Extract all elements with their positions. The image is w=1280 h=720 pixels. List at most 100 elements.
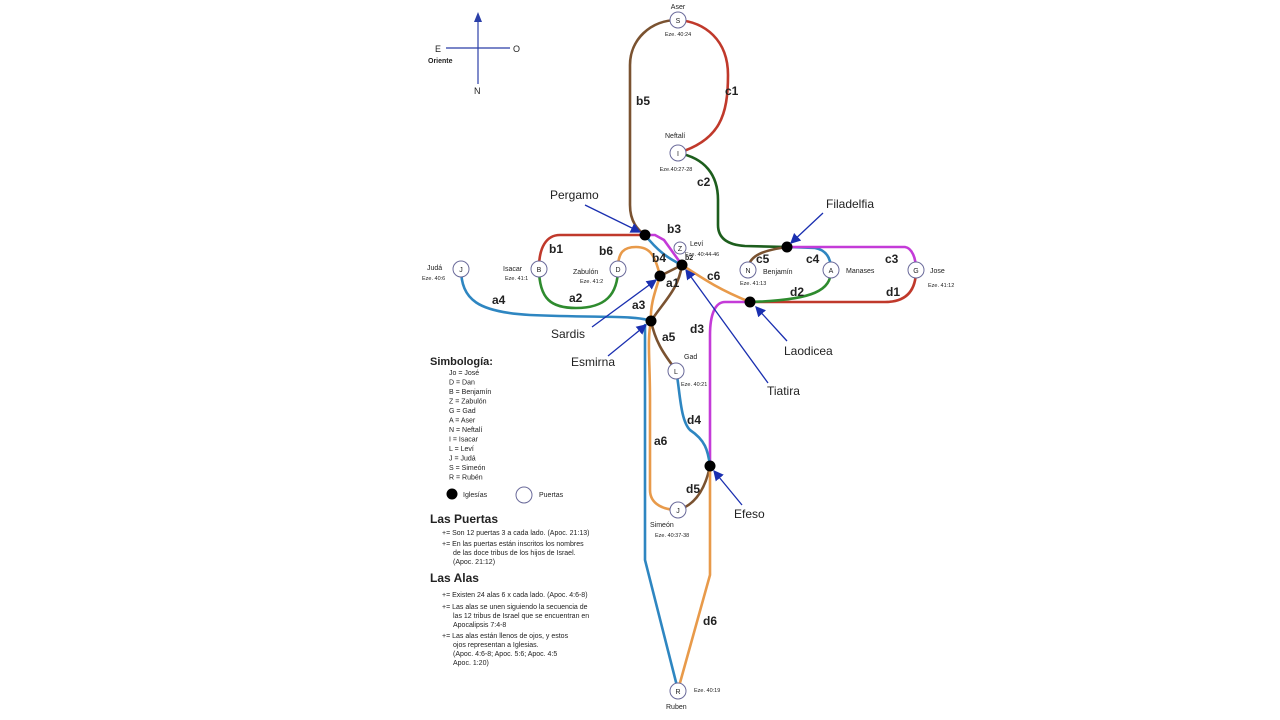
wing-c2 <box>676 151 789 249</box>
segment-label: a6 <box>654 434 668 448</box>
gate-ref: Eze. 40:24 <box>665 32 691 38</box>
arrow-efeso <box>713 469 743 506</box>
gate-name: Leví <box>690 241 703 248</box>
segment-label: c5 <box>756 252 770 266</box>
segment-label: b3 <box>667 222 681 236</box>
alas-bullet: += Las alas se unen siguiendo la secuenc… <box>442 604 588 611</box>
legend-title: Simbología: <box>430 356 493 368</box>
segment-label: a3 <box>632 298 646 312</box>
wing-c1 <box>676 18 730 155</box>
gate-name: Ruben <box>666 704 687 711</box>
gate-ref: Eze. 40:19 <box>694 688 720 694</box>
gate-letter: B <box>537 267 542 274</box>
segment-label: c6 <box>707 269 721 283</box>
legend-item: D = Dan <box>449 380 475 387</box>
compass-sub-label: Oriente <box>428 58 453 65</box>
gate-zabulon: D Zabulón Eze. 41:2 <box>573 260 627 285</box>
gate-levi: Z Leví Eze. 40:44-46 <box>673 241 719 258</box>
segment-label: c2 <box>697 175 711 189</box>
segment-label: c1 <box>725 84 739 98</box>
church-node-esmirna <box>645 315 657 327</box>
legend-item: R = Rubén <box>449 475 483 482</box>
segment-label: c3 <box>885 252 899 266</box>
church-label-laodicea: Laodicea <box>784 344 833 358</box>
segment-labels: c1 b5 c2 b3 b1 b6 b4 b2 c6 a1 a2 a3 a4 a… <box>492 84 900 628</box>
legend-item: Jo = José <box>449 370 479 377</box>
segment-label: a1 <box>666 276 680 290</box>
segment-label: b5 <box>636 94 650 108</box>
gate-letter: I <box>677 151 679 158</box>
gate-ref: Eze. 40:44-46 <box>685 252 719 258</box>
legend-item: I = Isacar <box>449 437 479 444</box>
segment-label: a5 <box>662 330 676 344</box>
gate-name: Gad <box>684 354 697 361</box>
gate-name: Manases <box>846 268 875 275</box>
legend-item: L = Leví <box>449 446 474 453</box>
gate-ref: Eze. 41:1 <box>505 276 528 282</box>
compass-west: O <box>513 44 520 54</box>
church-node-tiatira <box>676 259 688 271</box>
alas-bullet: += Existen 24 alas 6 x cada lado. (Apoc.… <box>442 592 588 599</box>
puertas-bullet: += Son 12 puertas 3 a cada lado. (Apoc. … <box>442 530 590 537</box>
gate-name: Simeón <box>650 522 674 529</box>
legend-item: A = Aser <box>449 418 476 425</box>
segment-label: d4 <box>687 413 701 427</box>
church-node-pergamo <box>639 229 651 241</box>
gate-ref: Eze. 41:13 <box>740 281 766 287</box>
arrow-tiatira <box>685 268 769 384</box>
gate-letter: A <box>829 268 834 275</box>
alas-bullet: += Las alas están llenos de ojos, y esto… <box>442 633 569 640</box>
church-node-filadelfia <box>781 241 793 253</box>
legend-item: B = Benjamín <box>449 389 491 396</box>
puertas-title: Las Puertas <box>430 512 498 526</box>
legend-church-key: Iglesías <box>463 492 488 499</box>
gate-ruben: R Ruben Eze. 40:19 <box>666 682 720 711</box>
legend: Simbología: Jo = José D = Dan B = Benjam… <box>430 356 564 504</box>
gate-letter: Z <box>678 246 683 253</box>
gate-benjamin: N Benjamín Eze. 41:13 <box>739 261 793 287</box>
gate-juda: J Judá Eze. 40:6 <box>422 260 470 282</box>
alas-bullet: Apocalipsis 7:4-8 <box>453 622 506 629</box>
segment-label: b1 <box>549 242 563 256</box>
gate-manases: A Manases <box>822 261 875 279</box>
gate-ref: Eze. 40:37-38 <box>655 533 689 539</box>
church-nodes <box>639 229 793 472</box>
wing-d3 <box>708 300 752 468</box>
arrow-esmirna <box>607 324 648 357</box>
wing-b5 <box>628 18 680 237</box>
gate-ref: Eze.40:27-28 <box>660 167 693 173</box>
legend-item: N = Neftalí <box>449 427 482 434</box>
gate-letter: N <box>745 268 750 275</box>
gate-name: Benjamín <box>763 269 793 276</box>
gate-letter: D <box>615 267 620 274</box>
church-label-pergamo: Pergamo <box>550 188 599 202</box>
arrow-sardis <box>591 279 658 328</box>
gate-name: Zabulón <box>573 269 598 276</box>
alas-bullet: ojos representan a Iglesias. <box>453 642 539 649</box>
segment-label: d3 <box>690 322 704 336</box>
segment-label: d2 <box>790 285 804 299</box>
wing-d4 <box>674 368 712 468</box>
gate-name: Neftalí <box>665 133 685 140</box>
legend-item: J = Judá <box>449 456 476 463</box>
legend-gate-swatch <box>515 486 533 504</box>
gate-aser: S Aser Eze. 40:24 <box>665 4 691 38</box>
compass-east: E <box>435 44 441 54</box>
gate-ref: Eze. 40:6 <box>422 276 445 282</box>
gate-simeon: J Simeón Eze. 40:37-38 <box>650 501 689 539</box>
church-labels: Pergamo Filadelfia Sardis Esmirna Laodic… <box>550 188 874 521</box>
segment-label: b6 <box>599 244 613 258</box>
wing-b6 <box>616 245 662 278</box>
segment-label: a4 <box>492 293 506 307</box>
compass: E O N Oriente <box>428 12 520 96</box>
segment-label: d5 <box>686 482 700 496</box>
legend-item: S = Simeón <box>449 465 485 472</box>
puertas-bullet: += En las puertas están inscritos los no… <box>442 541 584 548</box>
gate-neftali: I Neftalí Eze.40:27-28 <box>660 133 693 173</box>
arrow-laodicea <box>755 306 788 342</box>
alas-bullet: Apoc. 1:20) <box>453 660 489 667</box>
gate-ref: Eze. 40:21 <box>681 382 707 388</box>
arrow-pergamo <box>584 204 642 233</box>
gate-letter: G <box>913 268 918 275</box>
gate-letter: R <box>675 689 680 696</box>
